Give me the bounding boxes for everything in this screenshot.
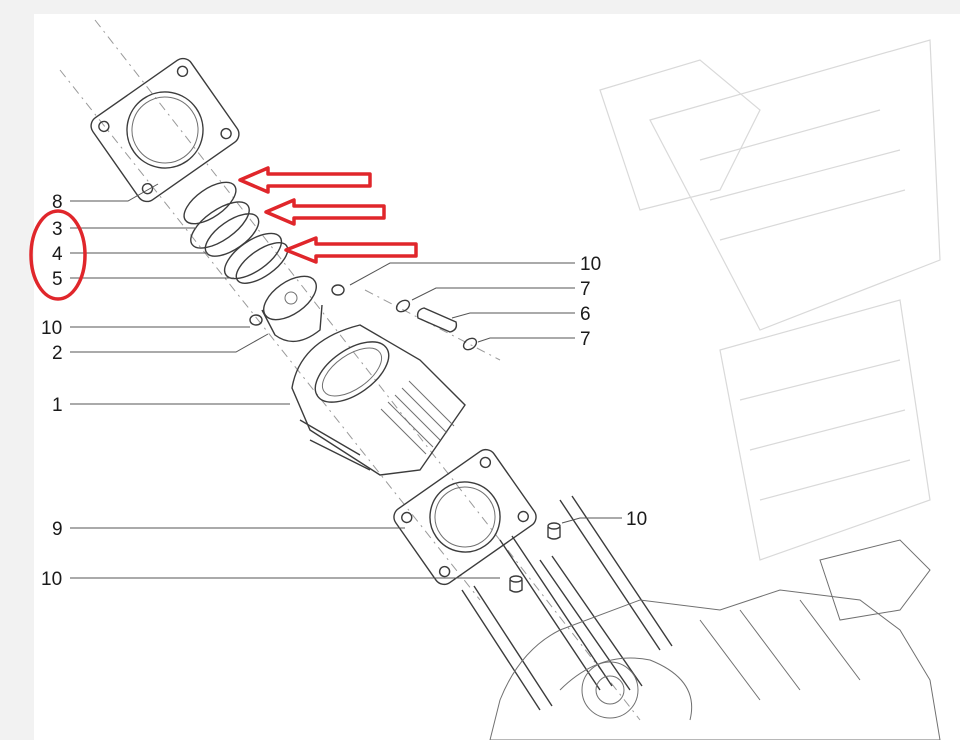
- label-piston: 2: [52, 343, 63, 364]
- label-head-gasket: 8: [52, 192, 63, 213]
- cylinder-studs: [461, 495, 673, 711]
- label-circlip-upper: 7: [580, 279, 591, 300]
- dowel-pins: [249, 284, 561, 593]
- piston-pin-group: [395, 299, 478, 351]
- label-ring-oil: 5: [52, 269, 63, 290]
- label-dowel-right: 10: [626, 509, 647, 530]
- callout-labels: 8 3 4 5 10 2 1 9 10 10 7 6 7 10: [41, 192, 647, 590]
- piston: [261, 275, 323, 343]
- ring-labels-highlight-circle: [29, 209, 87, 301]
- label-piston-pin: 6: [580, 304, 591, 325]
- head-gasket: [90, 57, 240, 203]
- crankcase: [489, 539, 941, 740]
- leader-lines: [70, 183, 622, 579]
- highlight-annotations: [29, 166, 418, 301]
- arrow-middle-ring: [264, 198, 386, 226]
- label-ring-top: 3: [52, 219, 63, 240]
- piston-rings: [183, 181, 289, 284]
- base-gasket: [393, 448, 537, 586]
- label-cylinder: 1: [52, 395, 63, 416]
- label-ring-middle: 4: [52, 244, 63, 265]
- label-dowel-lower: 10: [41, 569, 62, 590]
- label-circlip-lower: 7: [580, 329, 591, 350]
- assembly-axes: [59, 19, 641, 721]
- arrow-oil-ring: [284, 236, 418, 264]
- diagram-panel: [34, 14, 960, 740]
- label-base-gasket: 9: [52, 519, 63, 540]
- label-dowel-left: 10: [41, 318, 62, 339]
- label-dowel-upper-right: 10: [580, 254, 601, 275]
- background-engine-sketch: [599, 39, 941, 561]
- arrow-top-ring: [238, 166, 372, 194]
- cylinder: [291, 324, 466, 476]
